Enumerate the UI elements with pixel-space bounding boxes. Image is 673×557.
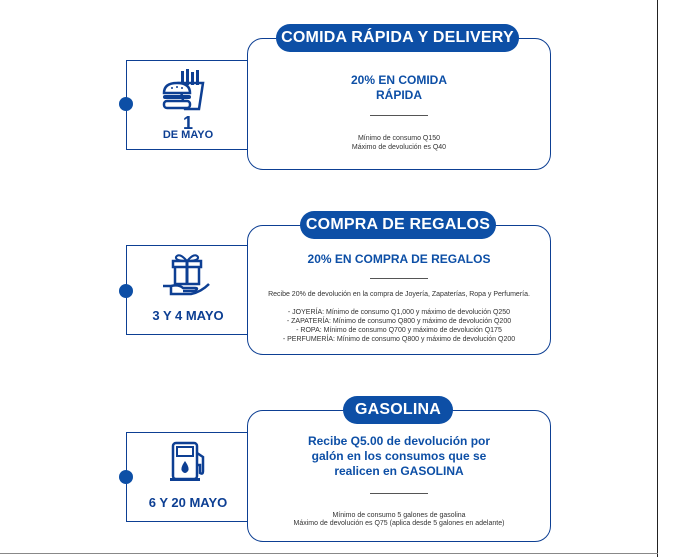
promo-section-gasoline: 6 Y 20 MAYO Recibe Q5.00 de devolución p… <box>0 0 673 542</box>
date-label: 3 Y 4 MAYO <box>152 308 224 323</box>
promo-note: - ROPA: Mínimo de consumo Q700 y máximo … <box>296 327 502 334</box>
promo-card: Recibe Q5.00 de devolución por galón en … <box>247 410 551 542</box>
promo-note: - ZAPATERÍA: Mínimo de consumo Q800 y má… <box>286 318 512 325</box>
category-banner: GASOLINA <box>343 396 453 424</box>
divider <box>370 493 428 494</box>
promo-note: Mínimo de consumo 5 galones de gasolina <box>332 512 466 519</box>
promo-intro: Recibe 20% de devolución en la compra de… <box>268 291 530 298</box>
promo-title-line: 20% EN COMIDA <box>350 73 448 87</box>
category-banner: COMIDA RÁPIDA Y DELIVERY <box>276 24 519 52</box>
fuel-pump-icon <box>170 441 205 481</box>
promo-note: Mínimo de consumo Q150 <box>357 135 441 142</box>
burger-fries-icon <box>162 69 205 111</box>
timeline-dot <box>119 470 133 484</box>
promo-note: Máximo de devolución es Q40 <box>351 144 447 151</box>
promo-title-line: Recibe Q5.00 de devolución por <box>307 434 491 448</box>
promo-note: - PERFUMERÍA: Mínimo de consumo Q800 y m… <box>282 336 516 343</box>
promo-title-line: RÁPIDA <box>375 88 422 102</box>
promo-section-gifts: 3 Y 4 MAYO 20% EN COMPRA DE REGALOS Reci… <box>0 0 673 355</box>
date-label: 6 Y 20 MAYO <box>148 495 228 510</box>
timeline-dot <box>119 284 133 298</box>
category-banner: COMPRA DE REGALOS <box>300 211 496 239</box>
date-month: DE MAYO <box>162 129 214 141</box>
promo-title-line: 20% EN COMPRA DE REGALOS <box>307 252 491 266</box>
promo-note: Máximo de devolución es Q75 (aplica desd… <box>293 520 505 527</box>
date-card: 1 DE MAYO <box>126 60 249 150</box>
promo-note: - JOYERÍA: Mínimo de consumo Q1,000 y má… <box>287 309 511 316</box>
promo-title-line: galón en los consumos que se <box>311 449 487 463</box>
page-bottom-border <box>0 553 658 554</box>
divider <box>370 278 428 279</box>
page-right-border <box>657 0 658 557</box>
date-day: 1 <box>182 113 193 133</box>
promo-card: 20% EN COMIDA RÁPIDA Mínimo de consumo Q… <box>247 38 551 170</box>
promo-section-fast-food: 1 DE MAYO 20% EN COMIDA RÁPIDA Mínimo de… <box>0 0 673 170</box>
promo-card: 20% EN COMPRA DE REGALOS Recibe 20% de d… <box>247 225 551 355</box>
divider <box>370 115 428 116</box>
date-card: 3 Y 4 MAYO <box>126 245 249 335</box>
gift-hand-icon <box>163 254 210 296</box>
promo-title-line: realicen en GASOLINA <box>334 464 464 478</box>
date-card: 6 Y 20 MAYO <box>126 432 249 522</box>
timeline-dot <box>119 97 133 111</box>
